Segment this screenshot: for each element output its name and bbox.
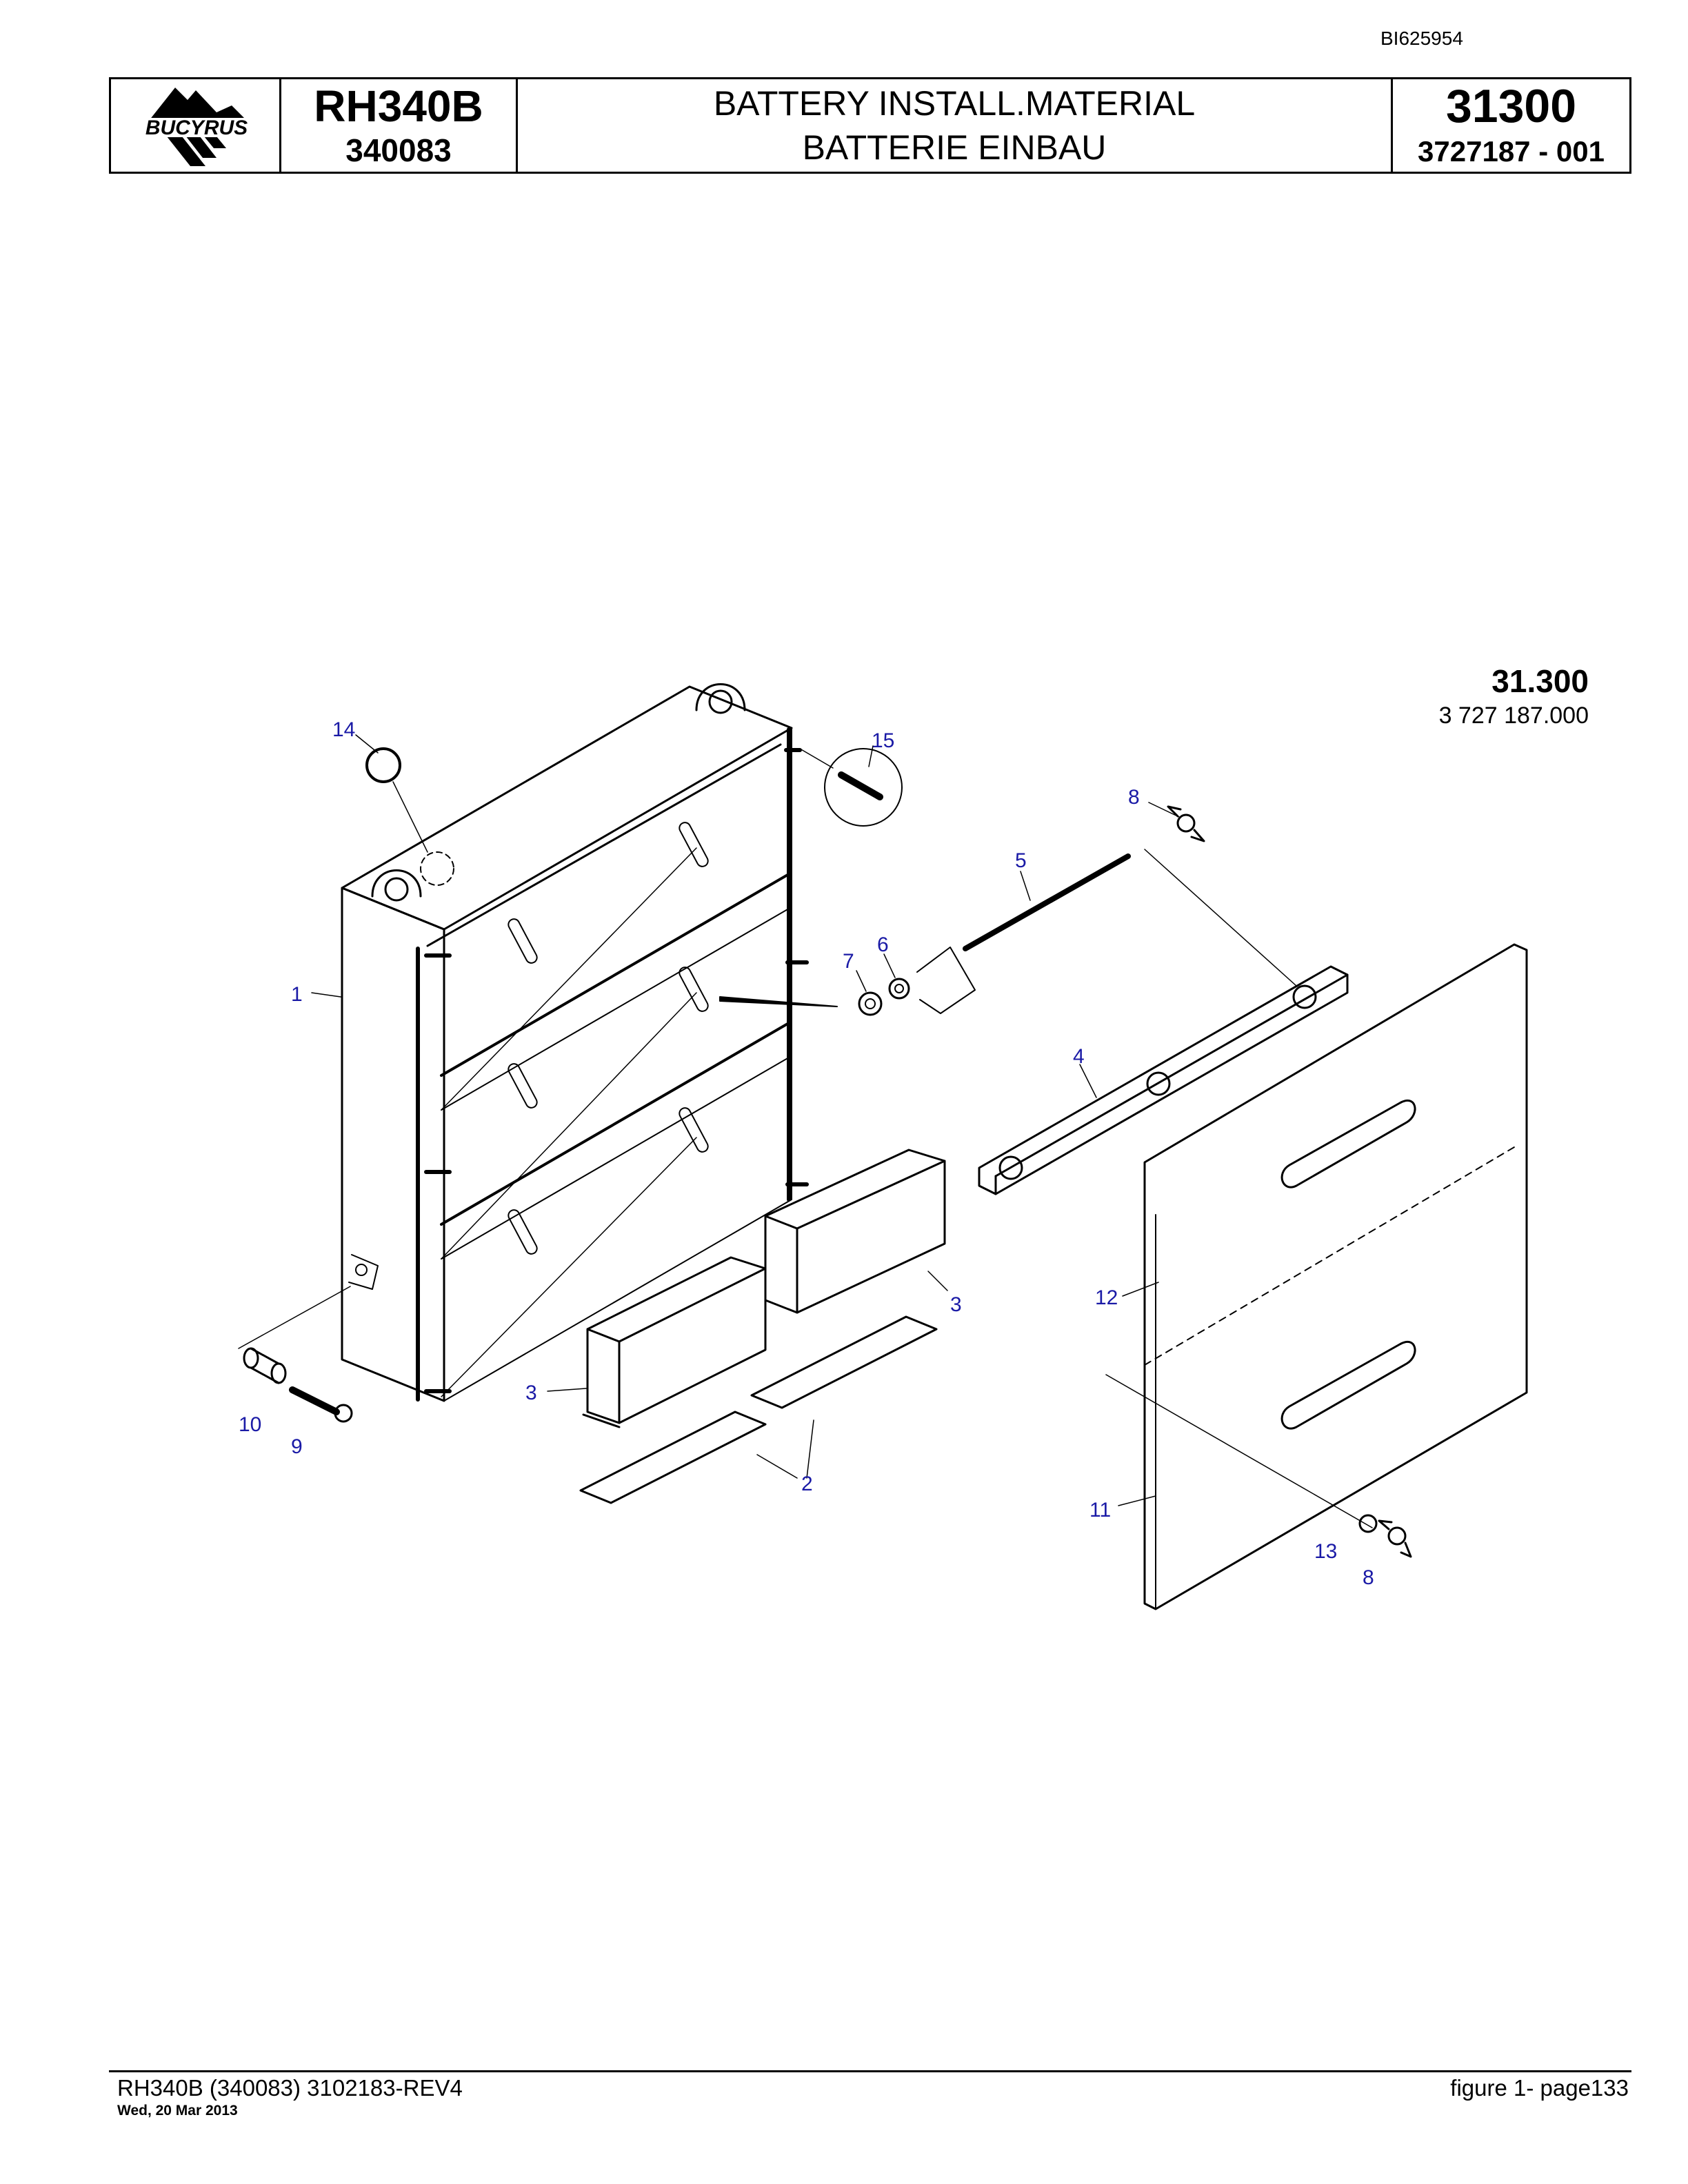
battery-mat-right <box>750 1315 938 1409</box>
title-english: BATTERY INSTALL.MATERIAL <box>713 84 1196 123</box>
washer-bottom <box>1358 1514 1378 1533</box>
wing-nut-bottom <box>1378 1519 1412 1558</box>
callout-8-bottom: 8 <box>1363 1566 1374 1589</box>
stud-detail <box>824 748 903 827</box>
svg-text:BUCYRUS: BUCYRUS <box>145 117 248 139</box>
hex-bolt <box>289 1386 353 1423</box>
group-part-number: 3727187 - 001 <box>1418 135 1605 168</box>
callout-11: 11 <box>1089 1499 1111 1521</box>
callout-5: 5 <box>1015 849 1027 872</box>
battery-cover-panel <box>1105 943 1528 1610</box>
callout-2: 2 <box>801 1473 813 1495</box>
group-number: 31300 <box>1445 80 1577 132</box>
callout-3-right: 3 <box>950 1293 962 1316</box>
clamp-bar <box>978 965 1349 1195</box>
o-ring-position <box>420 851 454 886</box>
battery-mat-left <box>579 1410 767 1504</box>
document-id: BI625954 <box>1380 28 1463 49</box>
title-german: BATTERIE EINBAU <box>802 128 1107 167</box>
threaded-rod <box>963 853 1131 951</box>
bucyrus-logo-icon: BUCYRUS <box>125 88 268 166</box>
battery-right <box>764 1149 946 1314</box>
title-block: BUCYRUS RH340B 340083 BATTERY INSTALL.MA… <box>109 77 1631 174</box>
callout-6: 6 <box>877 933 889 956</box>
callout-9: 9 <box>291 1435 303 1458</box>
wing-nut-top <box>1167 805 1205 842</box>
model-name: RH340B <box>314 81 483 131</box>
callout-3-left: 3 <box>525 1382 537 1404</box>
callout-4: 4 <box>1073 1045 1085 1068</box>
callout-8-top: 8 <box>1128 786 1140 809</box>
figure-code: 31.300 <box>1491 663 1589 699</box>
footer-document-ref: RH340B (340083) 3102183-REV4 <box>117 2075 463 2101</box>
callout-7: 7 <box>843 950 854 973</box>
washer <box>888 978 910 1000</box>
logo-cell: BUCYRUS <box>111 79 281 172</box>
group-cell: 31300 3727187 - 001 <box>1393 79 1629 172</box>
nut <box>858 991 883 1016</box>
callout-1: 1 <box>291 983 303 1006</box>
callout-10: 10 <box>239 1413 261 1436</box>
figure-code-block: 31.300 3 727 187.000 <box>1439 662 1589 731</box>
o-ring <box>365 747 401 783</box>
callout-15: 15 <box>872 729 894 752</box>
model-serial: 340083 <box>345 132 452 168</box>
callout-13: 13 <box>1314 1540 1337 1563</box>
battery-rack-frame <box>341 683 809 1402</box>
callout-14: 14 <box>332 718 355 741</box>
title-cell: BATTERY INSTALL.MATERIAL BATTERIE EINBAU <box>518 79 1393 172</box>
model-cell: RH340B 340083 <box>281 79 518 172</box>
footer-date: Wed, 20 Mar 2013 <box>117 2103 238 2119</box>
footer-rule <box>109 2070 1631 2072</box>
footer-page-ref: figure 1- page133 <box>1450 2075 1629 2101</box>
callout-12: 12 <box>1095 1286 1118 1309</box>
battery-left <box>582 1256 767 1428</box>
figure-part-number: 3 727 187.000 <box>1438 702 1589 729</box>
spacer-sleeve <box>243 1347 287 1384</box>
